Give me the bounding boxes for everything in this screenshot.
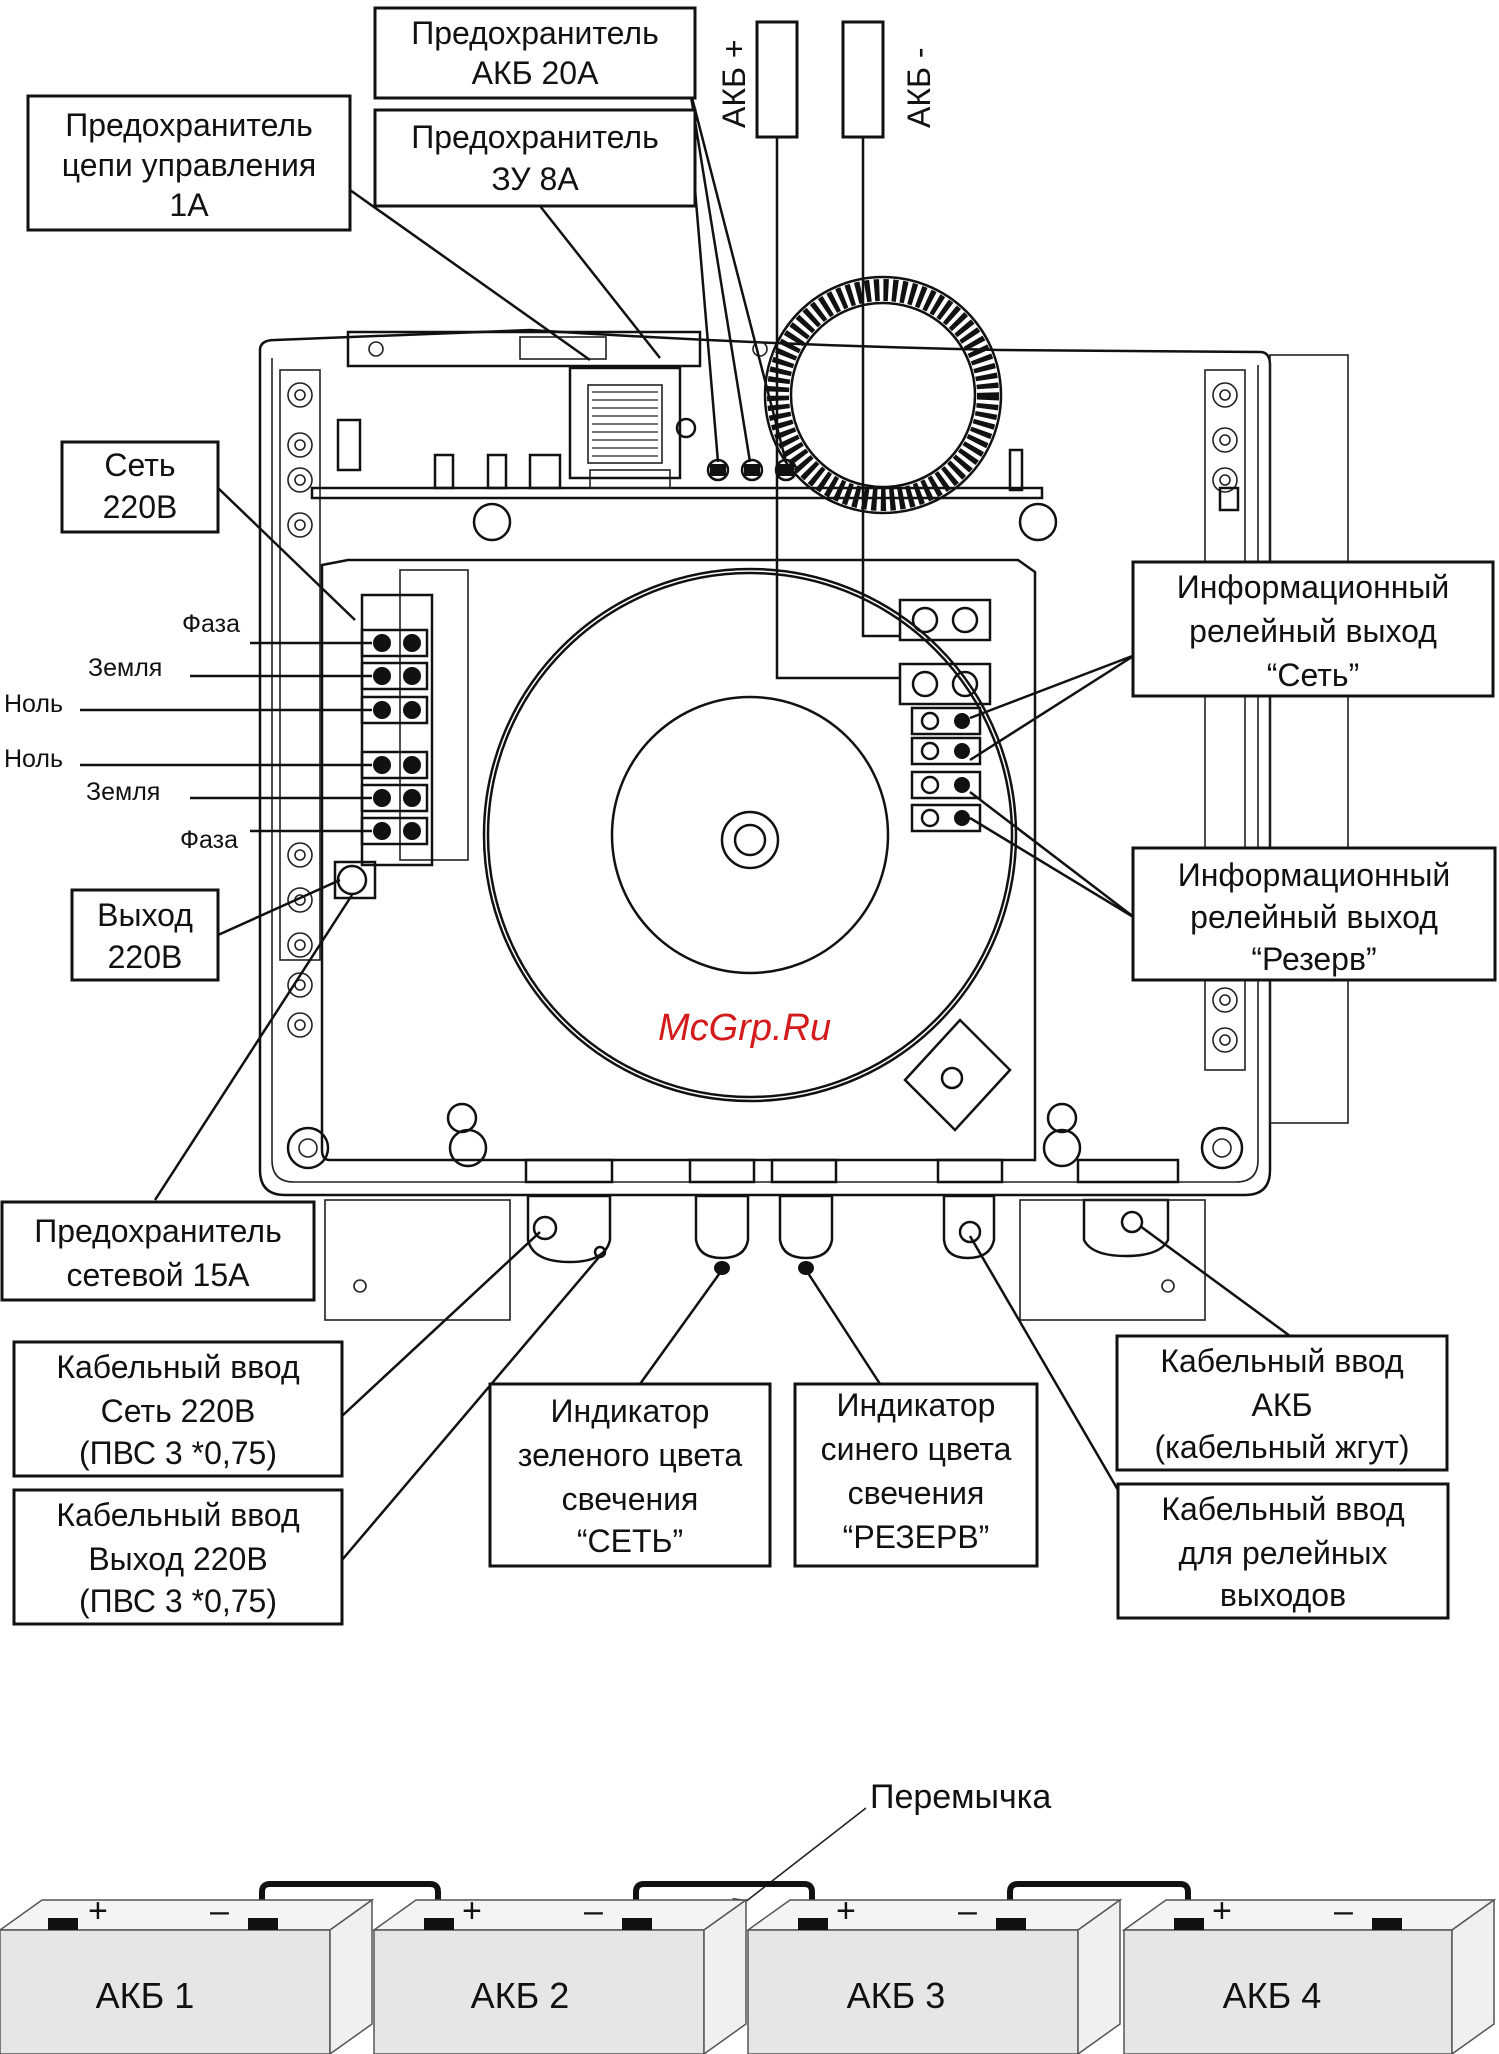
watermark: McGrp.Ru: [658, 1007, 831, 1049]
svg-text:220В: 220В: [103, 489, 178, 525]
svg-text:+: +: [836, 1892, 856, 1930]
output-gland: [333, 860, 377, 900]
svg-text:+: +: [88, 1892, 108, 1930]
jumper-label: Перемычка: [870, 1778, 1051, 1816]
battery-icon: + – АКБ 3: [745, 1892, 1123, 2054]
svg-text:–: –: [584, 1892, 603, 1930]
label-cable-in-relay: Кабельный ввод для релейных выходов: [1116, 1482, 1450, 1620]
akb-leads: [755, 20, 900, 680]
battery-bank: Перемычка + – АКБ 1 + – АКБ 2: [0, 1778, 1497, 2054]
label-cable-in-akb: Кабельный ввод АКБ (кабельный жгут): [1115, 1334, 1449, 1472]
svg-text:+: +: [1212, 1892, 1232, 1930]
svg-text:–: –: [1334, 1892, 1353, 1930]
label-fuse-mains: Предохранитель сетевой 15А: [0, 1200, 316, 1302]
svg-text:–: –: [958, 1892, 977, 1930]
svg-text:свечения: свечения: [562, 1481, 699, 1517]
label-info-relay-mains: Информационный релейный выход “Сеть”: [1131, 560, 1495, 698]
relay-terminal-block: [898, 598, 992, 833]
toroid-choke: [763, 275, 1003, 515]
svg-text:Индикатор: Индикатор: [837, 1387, 996, 1423]
svg-text:Предохранитель: Предохранитель: [411, 119, 659, 155]
svg-text:Кабельный ввод: Кабельный ввод: [56, 1497, 300, 1533]
svg-text:Информационный: Информационный: [1178, 857, 1451, 893]
svg-text:цепи управления: цепи управления: [62, 147, 316, 183]
svg-text:“Резерв”: “Резерв”: [1251, 941, 1376, 977]
svg-text:выходов: выходов: [1220, 1577, 1346, 1613]
akb-minus-label: АКБ -: [901, 47, 937, 128]
label-output: Выход 220В: [70, 888, 220, 982]
svg-text:релейный выход: релейный выход: [1190, 899, 1438, 935]
label-indicator-green: Индикатор зеленого цвета свечения “СЕТЬ”: [488, 1382, 772, 1568]
label-info-relay-reserve: Информационный релейный выход “Резерв”: [1131, 846, 1497, 982]
svg-text:Сеть: Сеть: [104, 447, 175, 483]
battery-icon: + – АКБ 4: [1121, 1892, 1497, 2054]
svg-text:Выход 220В: Выход 220В: [88, 1541, 267, 1577]
svg-text:–: –: [210, 1892, 229, 1930]
svg-text:АКБ 1: АКБ 1: [96, 1975, 195, 2016]
svg-text:Ноль: Ноль: [4, 690, 63, 718]
svg-text:1А: 1А: [169, 187, 209, 223]
toroid-transformer-icon: [320, 558, 1037, 1162]
wire-labels-out: Ноль Земля Фаза: [4, 745, 238, 854]
svg-text:ЗУ 8А: ЗУ 8А: [491, 161, 579, 197]
svg-text:“СЕТЬ”: “СЕТЬ”: [577, 1523, 683, 1559]
svg-text:220В: 220В: [108, 939, 183, 975]
svg-text:зеленого цвета: зеленого цвета: [518, 1437, 743, 1473]
svg-text:Индикатор: Индикатор: [551, 1393, 710, 1429]
battery-icon: + – АКБ 2: [371, 1892, 749, 2054]
right-mount-holes: [1204, 369, 1246, 1071]
terminal-block-icon: [336, 593, 434, 896]
svg-text:Земля: Земля: [86, 778, 160, 806]
wire-labels-in: Фаза Земля Ноль: [4, 610, 240, 718]
left-mount-holes: [279, 369, 321, 1038]
svg-text:Предохранитель: Предохранитель: [411, 15, 659, 51]
svg-text:Фаза: Фаза: [180, 826, 238, 854]
svg-text:“Сеть”: “Сеть”: [1267, 657, 1359, 693]
label-fuse-akb: Предохранитель АКБ 20А: [373, 6, 697, 100]
svg-text:АКБ 3: АКБ 3: [847, 1975, 946, 2016]
leader-lines: [80, 89, 1291, 1561]
svg-text:релейный выход: релейный выход: [1189, 613, 1437, 649]
svg-text:Предохранитель: Предохранитель: [65, 107, 313, 143]
control-pcb: [310, 330, 1240, 512]
label-cable-in-mains: Кабельный ввод Сеть 220В (ПВС 3 *0,75): [12, 1340, 344, 1478]
svg-text:сетевой 15А: сетевой 15А: [67, 1257, 251, 1293]
svg-text:Сеть 220В: Сеть 220В: [101, 1393, 256, 1429]
label-mains-in: Сеть 220В: [60, 440, 220, 534]
label-cable-in-output: Кабельный ввод Выход 220В (ПВС 3 *0,75): [12, 1488, 344, 1626]
svg-text:(ПВС 3 *0,75): (ПВС 3 *0,75): [79, 1435, 277, 1471]
svg-text:Ноль: Ноль: [4, 745, 63, 773]
svg-text:Информационный: Информационный: [1177, 569, 1450, 605]
svg-text:(ПВС 3 *0,75): (ПВС 3 *0,75): [79, 1583, 277, 1619]
svg-text:Фаза: Фаза: [182, 610, 240, 638]
cable-gland-icon: [324, 1158, 1206, 1321]
svg-text:Кабельный ввод: Кабельный ввод: [1160, 1343, 1404, 1379]
svg-text:АКБ: АКБ: [1252, 1387, 1313, 1423]
label-indicator-blue: Индикатор синего цвета свечения “РЕЗЕРВ”: [793, 1382, 1039, 1568]
akb-plus-label: АКБ +: [716, 39, 752, 128]
svg-text:Кабельный ввод: Кабельный ввод: [1161, 1491, 1405, 1527]
svg-text:(кабельный жгут): (кабельный жгут): [1154, 1429, 1409, 1465]
svg-text:“РЕЗЕРВ”: “РЕЗЕРВ”: [843, 1519, 990, 1555]
svg-text:АКБ 4: АКБ 4: [1223, 1975, 1322, 2016]
svg-text:Предохранитель: Предохранитель: [34, 1213, 282, 1249]
svg-text:АКБ 20А: АКБ 20А: [472, 55, 599, 91]
label-fuse-control: Предохранитель цепи управления 1А: [26, 94, 352, 232]
svg-text:Кабельный ввод: Кабельный ввод: [56, 1349, 300, 1385]
svg-text:Выход: Выход: [97, 897, 193, 933]
svg-text:+: +: [462, 1892, 482, 1930]
svg-text:синего цвета: синего цвета: [821, 1431, 1012, 1467]
svg-text:для релейных: для релейных: [1178, 1535, 1387, 1571]
battery-icon: + – АКБ 1: [0, 1892, 375, 2054]
label-fuse-charger: Предохранитель ЗУ 8А: [373, 108, 697, 208]
enclosure: [258, 328, 1349, 1197]
svg-text:АКБ 2: АКБ 2: [471, 1975, 570, 2016]
svg-text:свечения: свечения: [848, 1475, 985, 1511]
svg-text:Земля: Земля: [88, 654, 162, 682]
